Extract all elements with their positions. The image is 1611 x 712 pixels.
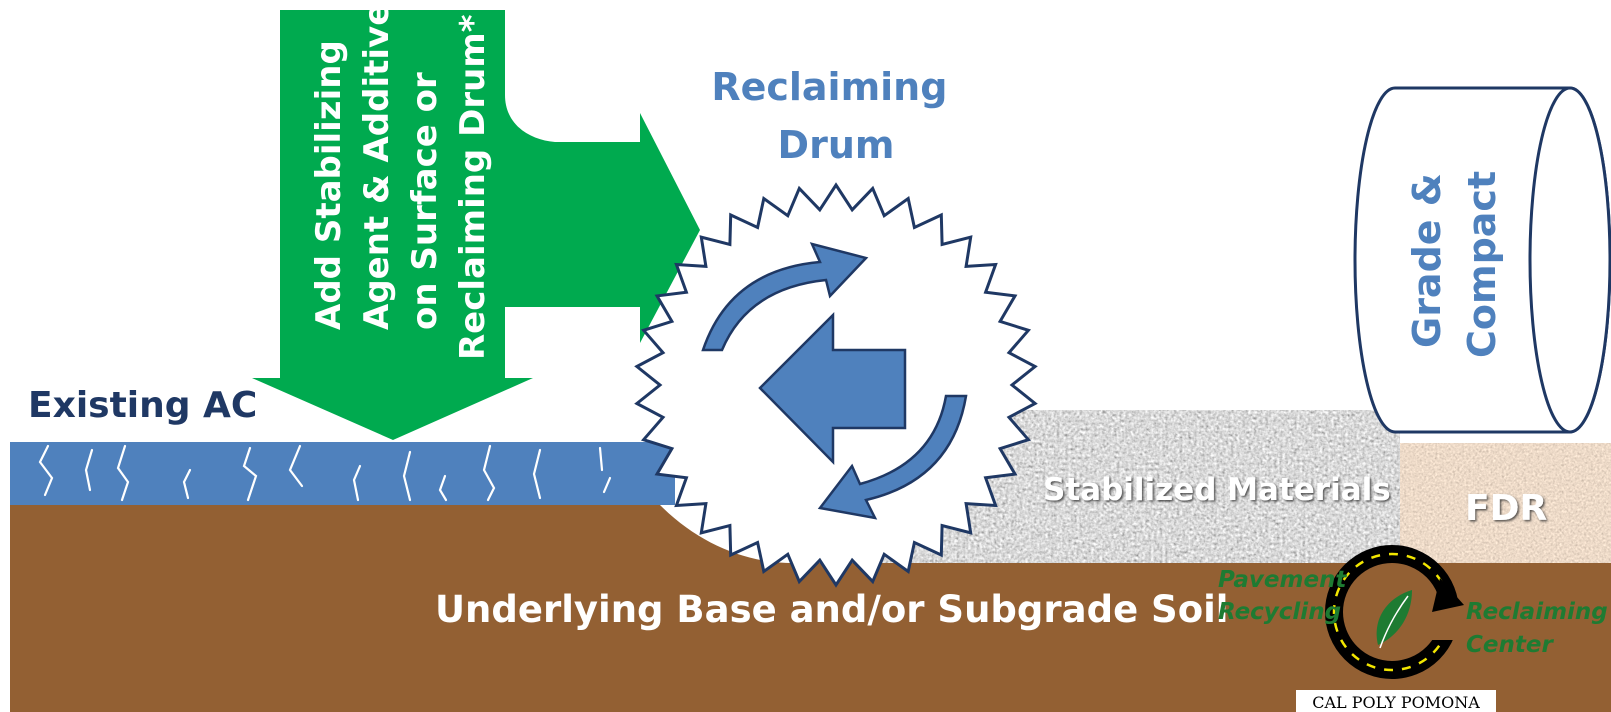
logo-pavement-text: Pavement [1218,567,1347,593]
reclaiming-drum-label-1: Reclaiming [711,65,947,109]
add-agent-line-1: Add Stabilizing [309,40,349,330]
existing-ac-layer [10,442,675,505]
fdr-texture [1400,443,1611,563]
logo-center-text: Center [1466,632,1554,658]
svg-text:Add Stabilizing Agent &: Add Stabilizing Agent & Additives on Sur… [309,0,493,360]
left-arrow-icon [758,311,907,466]
underlying-soil-label: Underlying Base and/or Subgrade Soil [435,588,1229,631]
grade-compact-line-2: Compact [1460,171,1504,358]
ac-cracks [38,444,612,502]
rotation-arrows [701,242,968,520]
add-agent-arrow [252,10,700,440]
logo-institution-text: CAL POLY POMONA [1312,693,1480,712]
svg-text:Grade & Compact: Grade & Compact [1405,160,1504,358]
fdr-label: FDR [1465,488,1547,529]
logo-reclaiming-text: Reclaiming [1466,599,1608,625]
add-agent-line-2: Agent & Additives [357,0,397,330]
add-agent-line-4: Reclaiming Drum* [453,14,493,360]
svg-text:Pavement Recycling: Pavement Recycling Reclaiming Center [1218,567,1611,658]
reclaiming-drum-label-2: Drum [778,123,895,167]
logo-recycling-text: Recycling [1218,599,1341,625]
stabilized-texture [880,410,1400,563]
pavement-recycling-logo: Pavement Recycling Reclaiming Center CAL… [1218,545,1611,712]
grade-compact-line-1: Grade & [1405,173,1449,348]
add-agent-line-3: on Surface or [405,72,445,330]
svg-text:Reclaiming Drum: Reclaiming Drum [711,65,960,167]
grade-compact-roller [1353,86,1611,434]
stabilized-materials-label: Stabilized Materials [1043,472,1391,508]
existing-ac-label: Existing AC [28,385,257,426]
subgrade-soil-layer [10,505,1611,712]
